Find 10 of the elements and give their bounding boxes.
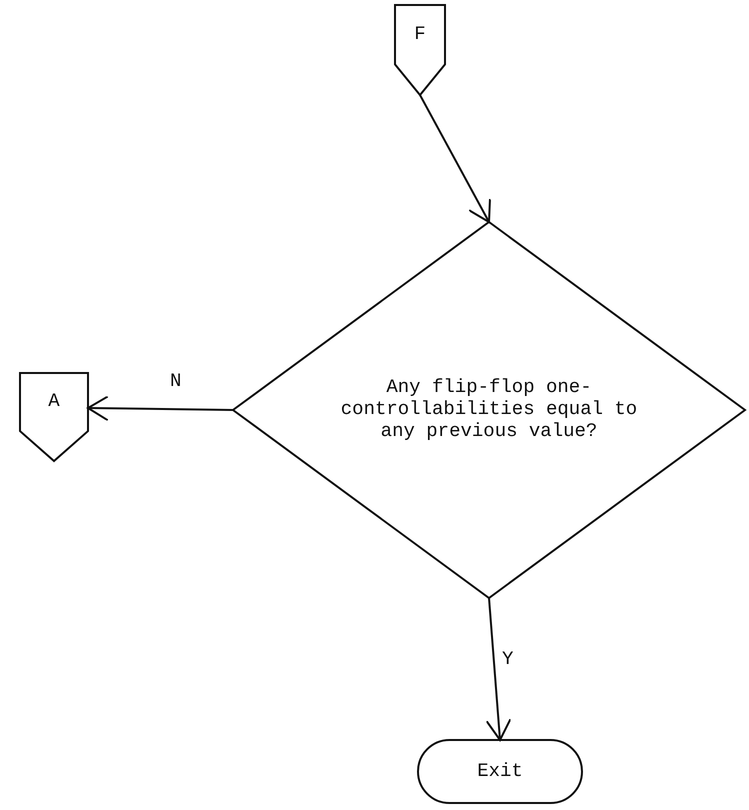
node-label: Any flip-flop one-controllabilities equal to any previous value?: [340, 377, 638, 443]
arrow: [486, 598, 512, 741]
node-label: F: [414, 24, 426, 46]
decision-diamond: [231, 220, 747, 600]
node-label: A: [48, 391, 60, 413]
off-page-connector: [394, 4, 446, 97]
off-page-connector: [19, 372, 89, 462]
node-label: Exit: [477, 760, 523, 782]
arrow: [419, 94, 491, 223]
arrow: [87, 395, 234, 422]
